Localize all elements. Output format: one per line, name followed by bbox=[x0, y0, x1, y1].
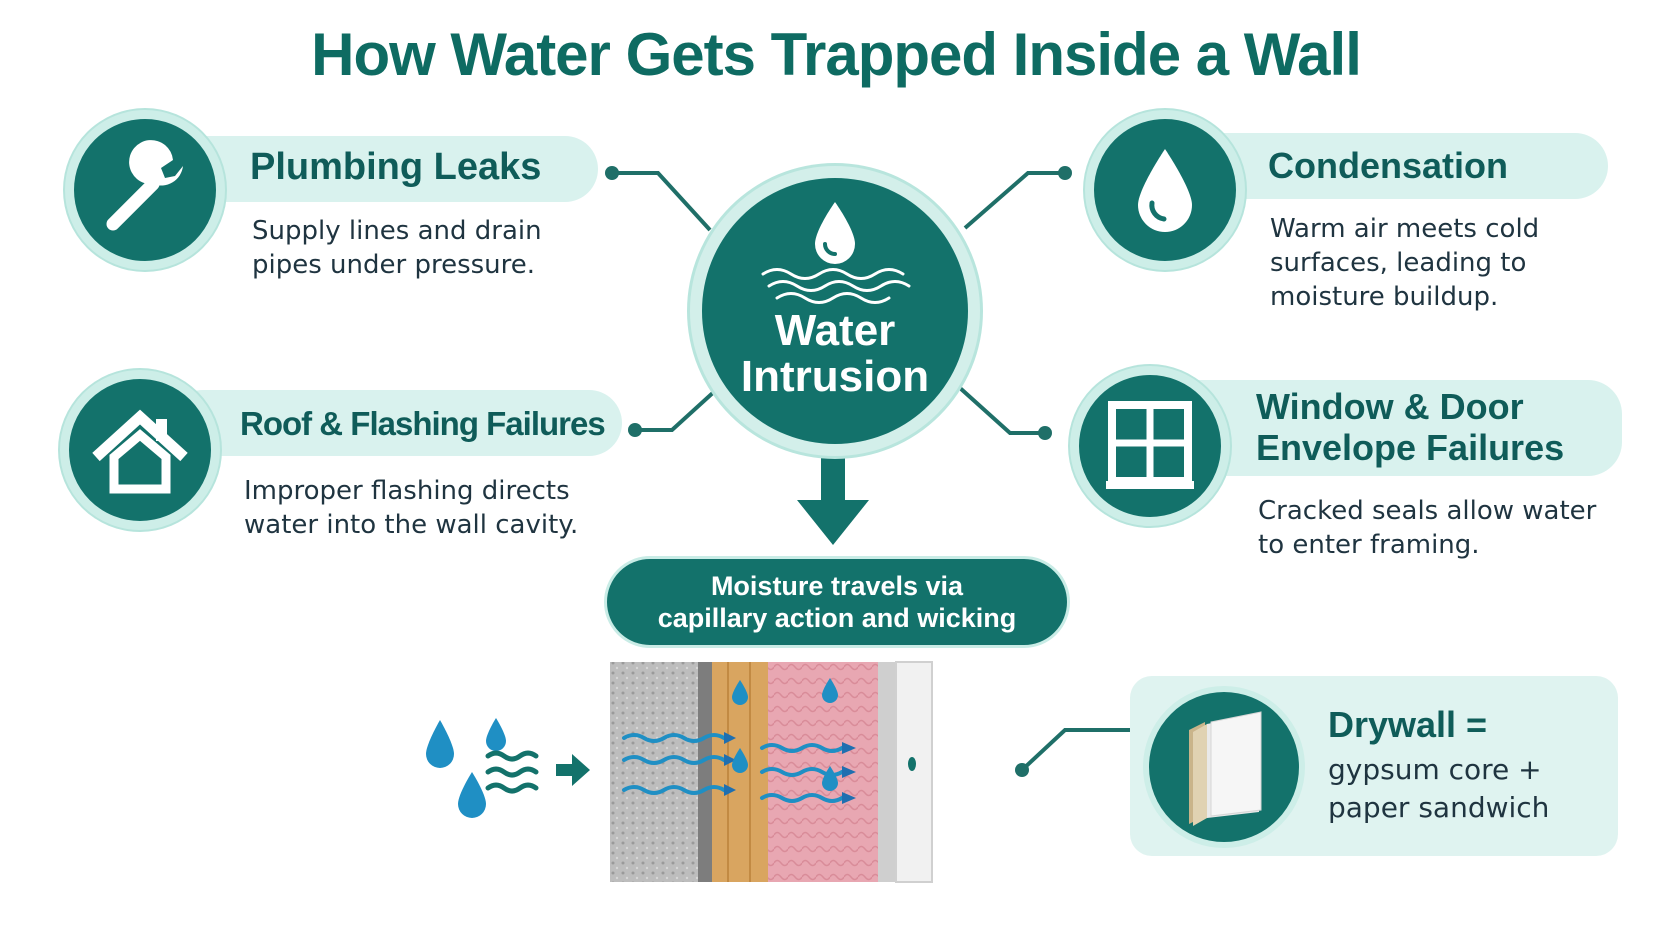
water-intrusion-hub: Water Intrusion bbox=[690, 166, 980, 456]
page-title: How Water Gets Trapped Inside a Wall bbox=[311, 21, 1362, 88]
house-icon bbox=[92, 409, 188, 494]
connector-dot-condensation bbox=[1058, 166, 1072, 180]
connector-roof bbox=[635, 388, 718, 432]
window-icon-circle bbox=[1070, 366, 1230, 526]
roof-icon-circle bbox=[60, 370, 220, 530]
drywall-icon-circle bbox=[1143, 686, 1305, 848]
connector-condensation bbox=[963, 171, 1065, 230]
roof-pill bbox=[170, 390, 622, 456]
connector-plumbing bbox=[612, 171, 712, 232]
connector-dot-drywall bbox=[1015, 763, 1029, 777]
plumbing-icon-circle bbox=[65, 110, 225, 270]
banner-line2: capillary action and wicking bbox=[657, 603, 1017, 633]
window-icon bbox=[1106, 401, 1194, 489]
drywall-title: Drywall = bbox=[1328, 704, 1488, 745]
plumbing-title: Plumbing Leaks bbox=[250, 146, 542, 188]
center-title-line2: Intrusion bbox=[740, 352, 930, 401]
condensation-desc-line3: moisture buildup. bbox=[1270, 282, 1499, 312]
connector-dot-roof bbox=[628, 423, 642, 437]
wrench-icon bbox=[106, 140, 183, 231]
window-desc-line1: Cracked seals allow water bbox=[1258, 496, 1597, 526]
wall-cross-section-illustration bbox=[426, 661, 933, 883]
air-flow-waves-icon bbox=[485, 750, 539, 794]
roof-title: Roof & Flashing Failures bbox=[240, 405, 606, 442]
drywall-desc-line1: gypsum core + bbox=[1328, 753, 1542, 786]
connector-dot-window bbox=[1038, 426, 1052, 440]
roof-desc-line1: Improper flashing directs bbox=[244, 476, 570, 506]
center-title-line1: Water bbox=[774, 306, 896, 355]
connector-window bbox=[958, 386, 1045, 435]
flow-arrow-icon bbox=[556, 754, 590, 786]
water-drop-icon bbox=[1138, 149, 1192, 232]
condensation-pill bbox=[1180, 133, 1608, 199]
plumbing-pill bbox=[170, 136, 598, 202]
window-desc-line2: to enter framing. bbox=[1258, 530, 1480, 560]
roof-desc-line2: water into the wall cavity. bbox=[244, 510, 579, 540]
water-drop-waves-icon bbox=[761, 202, 911, 304]
condensation-desc-line1: Warm air meets cold bbox=[1270, 214, 1540, 244]
condensation-title: Condensation bbox=[1268, 145, 1508, 186]
capillary-banner: Moisture travels via capillary action an… bbox=[604, 556, 1070, 648]
drywall-panel-icon bbox=[1189, 711, 1262, 826]
window-title-line1: Window & Door bbox=[1256, 386, 1524, 427]
window-title-line2: Envelope Failures bbox=[1256, 427, 1565, 468]
drywall-desc-line2: paper sandwich bbox=[1328, 791, 1550, 824]
plumbing-desc-line1: Supply lines and drain bbox=[252, 216, 542, 246]
plumbing-desc-line2: pipes under pressure. bbox=[252, 250, 536, 280]
down-arrow-icon bbox=[797, 455, 869, 545]
connector-drywall bbox=[1020, 728, 1130, 772]
connector-dot-plumbing bbox=[605, 166, 619, 180]
condensation-icon-circle bbox=[1085, 110, 1245, 270]
banner-line1: Moisture travels via bbox=[710, 571, 964, 601]
water-droplets-icon bbox=[426, 718, 506, 818]
condensation-desc-line2: surfaces, leading to bbox=[1270, 248, 1527, 278]
